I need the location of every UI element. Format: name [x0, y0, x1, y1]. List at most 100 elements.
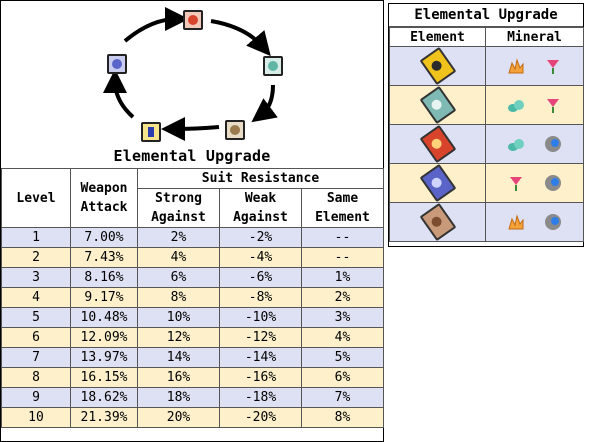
level-cell: 8: [1, 367, 71, 388]
same-cell: 6%: [301, 367, 384, 388]
cycle-arrow: [251, 84, 278, 123]
same-cell: 4%: [301, 327, 384, 348]
level-cell: 1: [1, 227, 71, 248]
table-row: 8 16.15% 16% -16% 6%: [1, 367, 384, 388]
attack-cell: 18.62%: [70, 387, 138, 408]
attack-cell: 12.09%: [70, 327, 138, 348]
wind-element-icon: [263, 56, 283, 76]
header-weapon-attack-line1: Weapon: [80, 181, 128, 196]
teal-ore-icon: [507, 100, 524, 112]
orange-crystal-icon: [507, 214, 524, 230]
header-weak-against: Weak Against: [219, 188, 302, 228]
level-cell: 2: [1, 247, 71, 268]
fire-card-icon: [419, 124, 456, 164]
table-row: 9 18.62% 18% -18% 7%: [1, 387, 384, 408]
mineral-cell: [485, 163, 584, 203]
level-cell: 5: [1, 307, 71, 328]
attack-cell: 9.17%: [70, 287, 138, 308]
upgrade-stats-table: Level Weapon Attack Suit Resistance Stro…: [1, 168, 384, 428]
strong-cell: 6%: [137, 267, 220, 288]
attack-cell: 21.39%: [70, 407, 138, 428]
lightning-card-icon: [419, 46, 456, 86]
header-suit-resistance: Suit Resistance: [137, 168, 384, 189]
cycle-arrow: [161, 116, 220, 141]
mineral-row: [389, 124, 584, 164]
table-row: 3 8.16% 6% -6% 1%: [1, 267, 384, 288]
attack-cell: 10.48%: [70, 307, 138, 328]
mineral-row: [389, 85, 584, 125]
weak-cell: -10%: [219, 307, 302, 328]
level-cell: 10: [1, 407, 71, 428]
earth-card-icon: [419, 202, 456, 242]
weak-cell: -12%: [219, 327, 302, 348]
table-row: 10 21.39% 20% -20% 8%: [1, 407, 384, 428]
header-weapon-attack-line2: Attack: [80, 200, 128, 215]
cycle-arrow: [123, 7, 189, 43]
weak-cell: -2%: [219, 227, 302, 248]
strong-cell: 4%: [137, 247, 220, 268]
table-row: 5 10.48% 10% -10% 3%: [1, 307, 384, 328]
header-same-line2: Element: [315, 210, 370, 225]
same-cell: 8%: [301, 407, 384, 428]
blue-gem-rock-icon: [545, 175, 562, 191]
element-cell: [389, 124, 486, 164]
header-level: Level: [1, 168, 71, 228]
level-cell: 9: [1, 387, 71, 408]
cycle-arrow: [103, 69, 135, 119]
header-weak-line2: Against: [233, 210, 288, 225]
fire-element-icon: [183, 10, 203, 30]
weak-cell: -20%: [219, 407, 302, 428]
same-cell: --: [301, 247, 384, 268]
same-cell: 7%: [301, 387, 384, 408]
same-cell: --: [301, 227, 384, 248]
lightning-element-icon: [141, 122, 161, 142]
teal-ore-icon: [507, 139, 524, 151]
weak-cell: -4%: [219, 247, 302, 268]
mineral-cell: [485, 202, 584, 242]
weak-cell: -8%: [219, 287, 302, 308]
orange-crystal-icon: [507, 58, 524, 74]
mineral-cell: [485, 124, 584, 164]
strong-cell: 20%: [137, 407, 220, 428]
level-cell: 7: [1, 347, 71, 368]
strong-cell: 14%: [137, 347, 220, 368]
mineral-table: Element Mineral: [389, 27, 584, 242]
attack-cell: 7.43%: [70, 247, 138, 268]
element-cell: [389, 85, 486, 125]
same-cell: 1%: [301, 267, 384, 288]
table-row: 4 9.17% 8% -8% 2%: [1, 287, 384, 308]
header-mineral: Mineral: [485, 27, 584, 47]
element-cell: [389, 163, 486, 203]
header-strong-line1: Strong: [155, 191, 202, 206]
strong-cell: 2%: [137, 227, 220, 248]
same-cell: 5%: [301, 347, 384, 368]
level-cell: 4: [1, 287, 71, 308]
element-cell: [389, 46, 486, 86]
attack-cell: 7.00%: [70, 227, 138, 248]
blue-gem-rock-icon: [545, 136, 562, 152]
table-row: 6 12.09% 12% -12% 4%: [1, 327, 384, 348]
weak-cell: -16%: [219, 367, 302, 388]
mineral-row: [389, 46, 584, 86]
water-element-icon: [107, 54, 127, 74]
mineral-cell: [485, 46, 584, 86]
level-cell: 6: [1, 327, 71, 348]
mineral-cell: [485, 85, 584, 125]
header-strong-against: Strong Against: [137, 188, 220, 228]
attack-cell: 8.16%: [70, 267, 138, 288]
water-card-icon: [419, 163, 456, 203]
mineral-panel-title: Elemental Upgrade: [389, 4, 583, 27]
table-row: 7 13.97% 14% -14% 5%: [1, 347, 384, 368]
blue-gem-rock-icon: [545, 214, 562, 230]
strong-cell: 12%: [137, 327, 220, 348]
same-cell: 2%: [301, 287, 384, 308]
upgrade-stats-panel: Elemental Upgrade Level Weapon Attack Su…: [0, 0, 384, 442]
header-weak-line1: Weak: [244, 191, 277, 206]
element-cycle-diagram: [103, 7, 278, 141]
earth-element-icon: [225, 120, 245, 140]
weak-cell: -6%: [219, 267, 302, 288]
mineral-panel: Elemental Upgrade Element Mineral: [388, 3, 584, 247]
strong-cell: 10%: [137, 307, 220, 328]
weak-cell: -14%: [219, 347, 302, 368]
strong-cell: 18%: [137, 387, 220, 408]
